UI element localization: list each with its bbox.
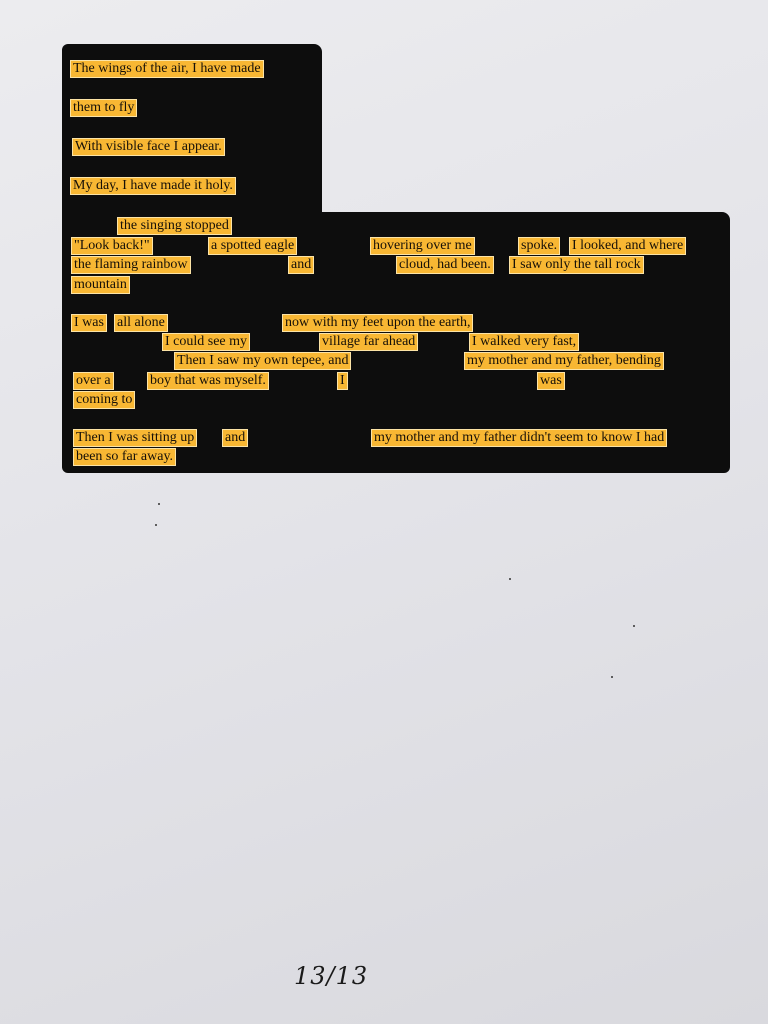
poem-fragment: Then I saw my own tepee, and	[174, 352, 352, 370]
poem-fragment: was	[537, 372, 565, 390]
poem-fragment: village far ahead	[319, 333, 419, 351]
poem-fragment: spoke.	[518, 237, 561, 255]
poem-line: With visible face I appear.	[72, 138, 225, 156]
poem-fragment: my mother and my father didn't seem to k…	[371, 429, 668, 447]
poem-fragment: boy that was myself.	[147, 372, 269, 390]
poem-fragment: I was	[71, 314, 107, 332]
poem-fragment: cloud, had been.	[396, 256, 494, 274]
poem-fragment: Then I was sitting up	[73, 429, 198, 447]
paper-speck	[509, 578, 511, 580]
paper-speck	[611, 676, 613, 678]
poem-fragment: the singing stopped	[117, 217, 232, 235]
poem-fragment: I	[337, 372, 348, 390]
poem-fragment: mountain	[71, 276, 130, 294]
paper-speck	[633, 625, 635, 627]
poem-fragment: over a	[73, 372, 114, 390]
poem-fragment: I could see my	[162, 333, 251, 351]
poem-fragment: I looked, and where	[569, 237, 687, 255]
poem-line: My day, I have made it holy.	[70, 177, 236, 195]
poem-fragment: I saw only the tall rock	[509, 256, 644, 274]
poem-fragment: hovering over me	[370, 237, 475, 255]
poem-fragment: coming to	[73, 391, 136, 409]
poem-fragment: the flaming rainbow	[71, 256, 191, 274]
page-number: 13/13	[294, 962, 369, 990]
poem-line: The wings of the air, I have made	[70, 60, 264, 78]
paper-speck	[155, 524, 157, 526]
poem-fragment: and	[288, 256, 315, 274]
poem-line: them to fly	[70, 99, 138, 117]
poem-fragment: a spotted eagle	[208, 237, 298, 255]
poem-fragment: my mother and my father, bending	[464, 352, 664, 370]
poem-fragment: all alone	[114, 314, 168, 332]
poem-fragment: and	[222, 429, 249, 447]
poem-fragment: now with my feet upon the earth,	[282, 314, 474, 332]
paper-speck	[158, 503, 160, 505]
poem-fragment: I walked very fast,	[469, 333, 580, 351]
poem-fragment: "Look back!"	[71, 237, 153, 255]
poem-fragment: been so far away.	[73, 448, 177, 466]
